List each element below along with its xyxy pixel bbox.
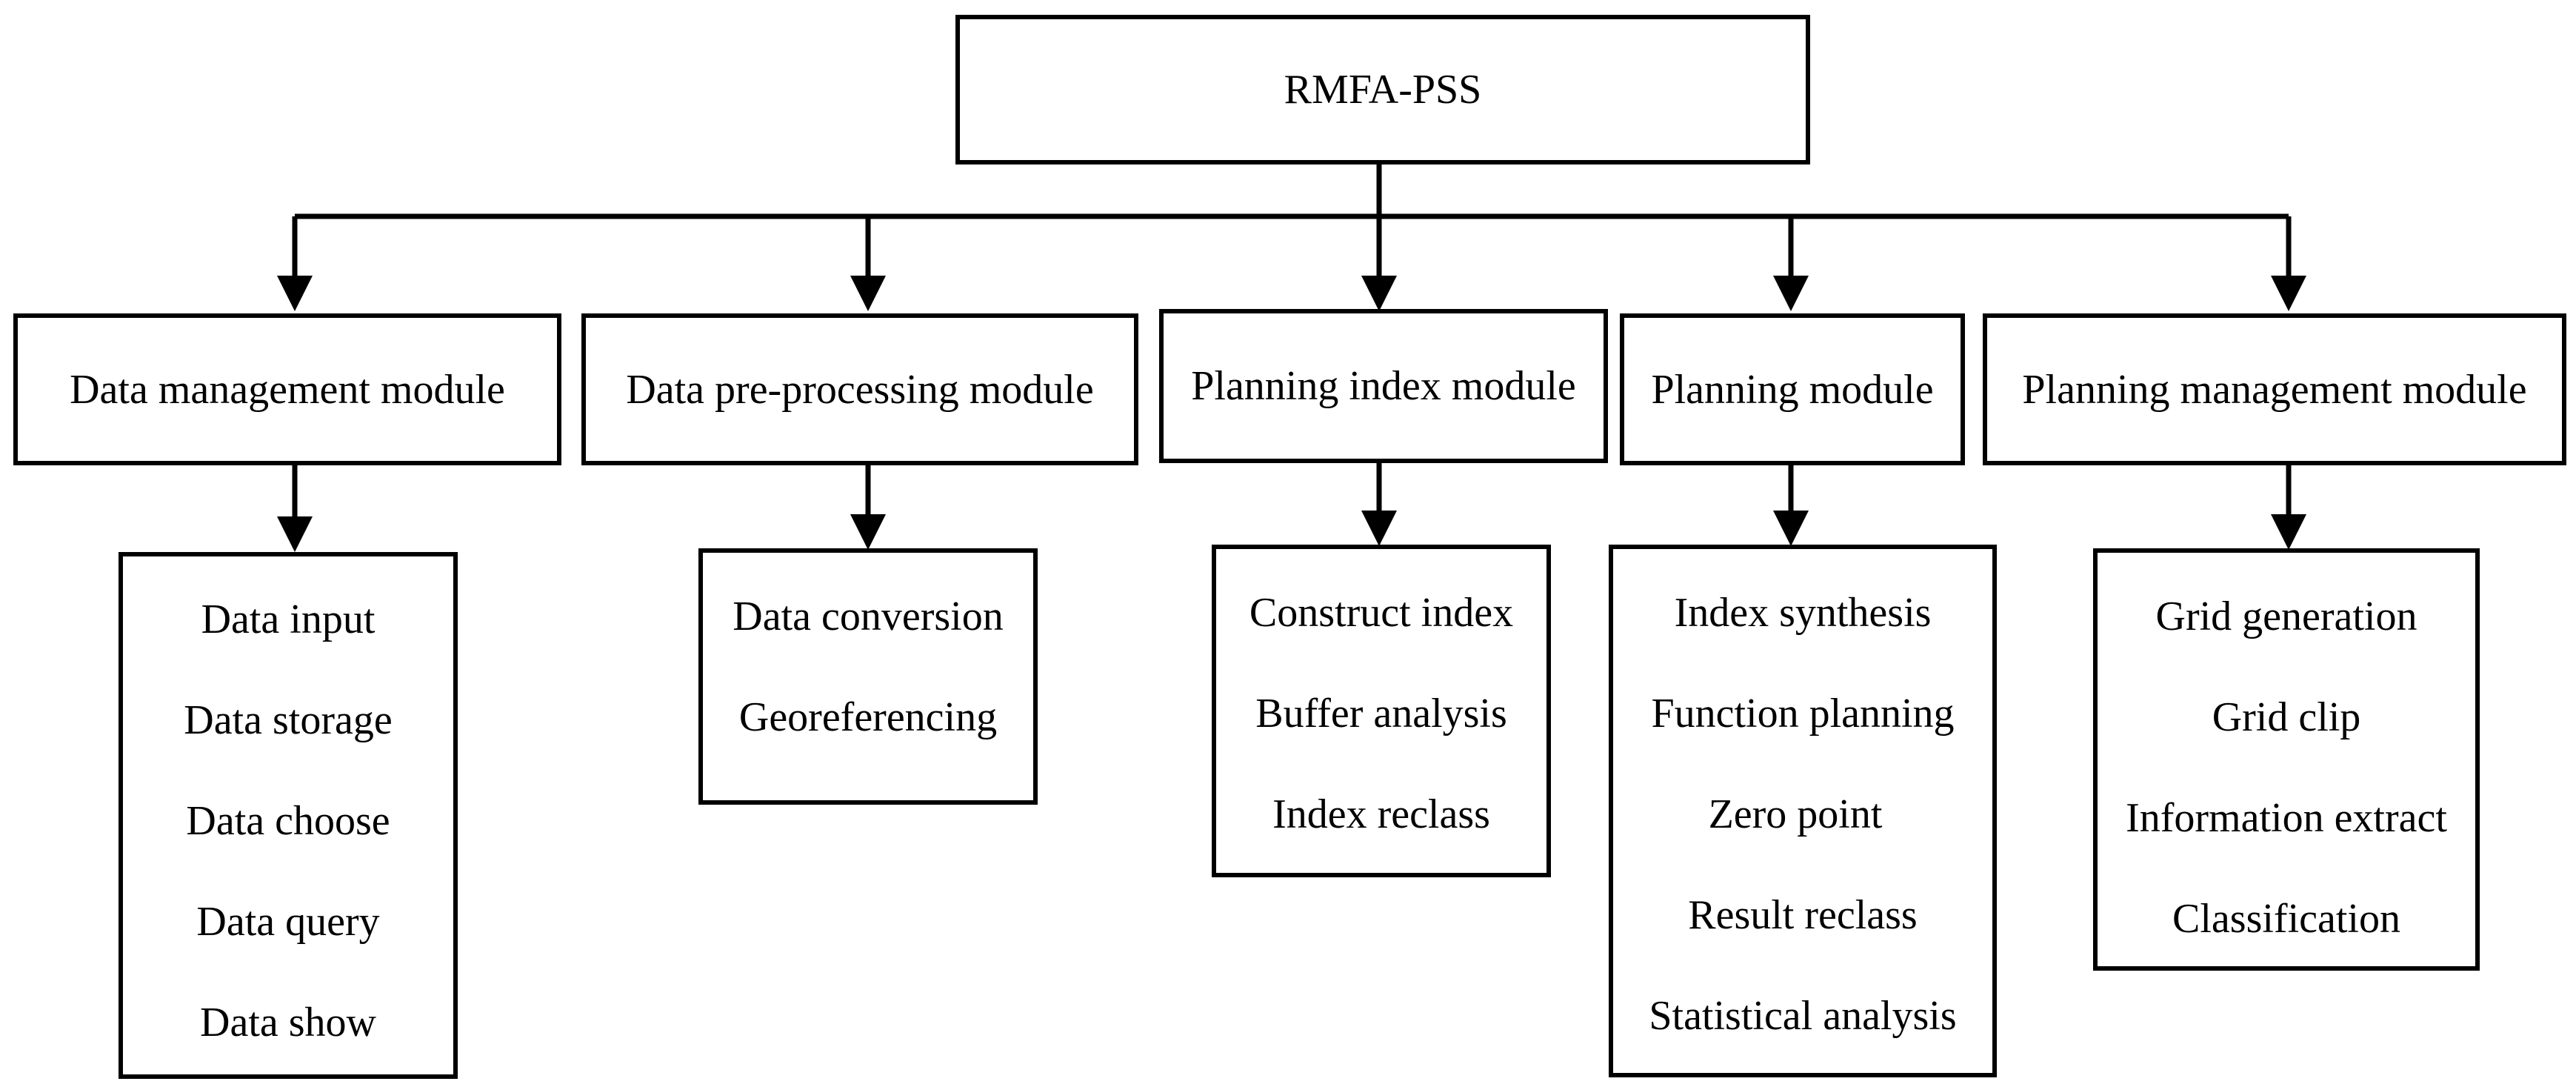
module-drop-arrows [277, 216, 2306, 311]
arrowhead-planning-functions [1773, 511, 1809, 546]
arrowhead-planning [1773, 276, 1809, 311]
module-label: Planning index module [1191, 363, 1576, 409]
function-item: Data query [196, 899, 380, 945]
function-item: Information extract [2126, 795, 2447, 841]
module-planning: Planning module [1620, 313, 1965, 465]
function-item: Result reclass [1688, 892, 1918, 938]
function-item: Data storage [184, 697, 393, 743]
function-item: Zero point [1708, 791, 1883, 837]
arrowhead-planning-index [1361, 276, 1397, 311]
arrowhead-planning-index-functions [1361, 511, 1397, 546]
module-label: Planning module [1651, 366, 1934, 413]
function-item: Data choose [186, 798, 390, 844]
function-drop-arrows [277, 462, 2306, 552]
functions-planning-management: Grid generation Grid clip Information ex… [2093, 548, 2480, 971]
module-label: Data management module [70, 366, 505, 413]
arrowhead-data-management [277, 276, 313, 311]
root-label: RMFA-PSS [1284, 67, 1482, 113]
function-item: Grid clip [2212, 694, 2361, 740]
module-label: Planning management module [2022, 366, 2527, 413]
functions-data-management: Data input Data storage Data choose Data… [119, 552, 458, 1079]
module-label: Data pre-processing module [626, 366, 1094, 413]
function-item: Classification [2172, 896, 2400, 942]
function-item: Data conversion [733, 594, 1004, 639]
module-planning-management: Planning management module [1983, 313, 2566, 465]
module-data-management: Data management module [13, 313, 561, 465]
functions-planning: Index synthesis Function planning Zero p… [1609, 545, 1997, 1077]
arrowhead-data-preprocessing [850, 276, 886, 311]
function-item: Georeferencing [738, 694, 998, 740]
arrowhead-planning-management [2271, 276, 2306, 311]
module-planning-index: Planning index module [1159, 309, 1608, 463]
functions-planning-index: Construct index Buffer analysis Index re… [1212, 545, 1551, 877]
function-item: Index reclass [1272, 791, 1490, 837]
functions-data-preprocessing: Data conversion Georeferencing [698, 548, 1038, 805]
function-item: Statistical analysis [1649, 993, 1957, 1039]
arrowhead-planning-management-functions [2271, 514, 2306, 550]
arrowhead-data-preprocessing-functions [850, 514, 886, 550]
root-node: RMFA-PSS [955, 15, 1810, 164]
function-item: Data input [201, 596, 376, 642]
module-data-preprocessing: Data pre-processing module [581, 313, 1138, 465]
function-item: Data show [200, 1000, 376, 1046]
function-item: Buffer analysis [1255, 691, 1507, 737]
function-item: Index synthesis [1674, 590, 1932, 636]
function-item: Function planning [1651, 691, 1955, 737]
arrowhead-data-management-functions [277, 516, 313, 552]
function-item: Grid generation [2155, 594, 2417, 639]
function-item: Construct index [1249, 590, 1514, 636]
